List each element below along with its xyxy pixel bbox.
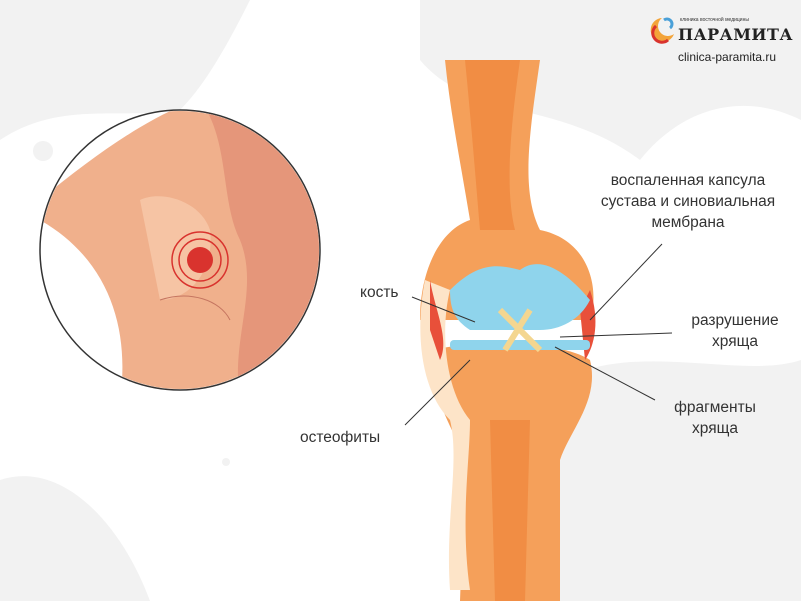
- label-osteophytes: остеофиты: [300, 429, 381, 446]
- label-cartilage-destruction: разрушение хряща: [691, 312, 779, 350]
- label-cartilage-fragments: фрагменты хряща: [674, 399, 756, 437]
- logo-icon: [650, 17, 674, 44]
- leader-lines: [404, 243, 673, 426]
- knee-joint: [420, 60, 596, 601]
- logo-tagline: клиника восточной медицины: [680, 17, 749, 23]
- label-capsule: воспаленная капсула сустава и синовиальн…: [600, 172, 776, 231]
- logo-url[interactable]: clinica-paramita.ru: [678, 50, 777, 64]
- label-bone: кость: [360, 284, 399, 301]
- clinic-logo[interactable]: клиника восточной медицины ПАРАМИТА clin…: [648, 16, 792, 64]
- logo-name: ПАРАМИТА: [678, 25, 793, 44]
- knee-pain-circle: [39, 109, 321, 391]
- pain-indicator-icon: [171, 231, 229, 289]
